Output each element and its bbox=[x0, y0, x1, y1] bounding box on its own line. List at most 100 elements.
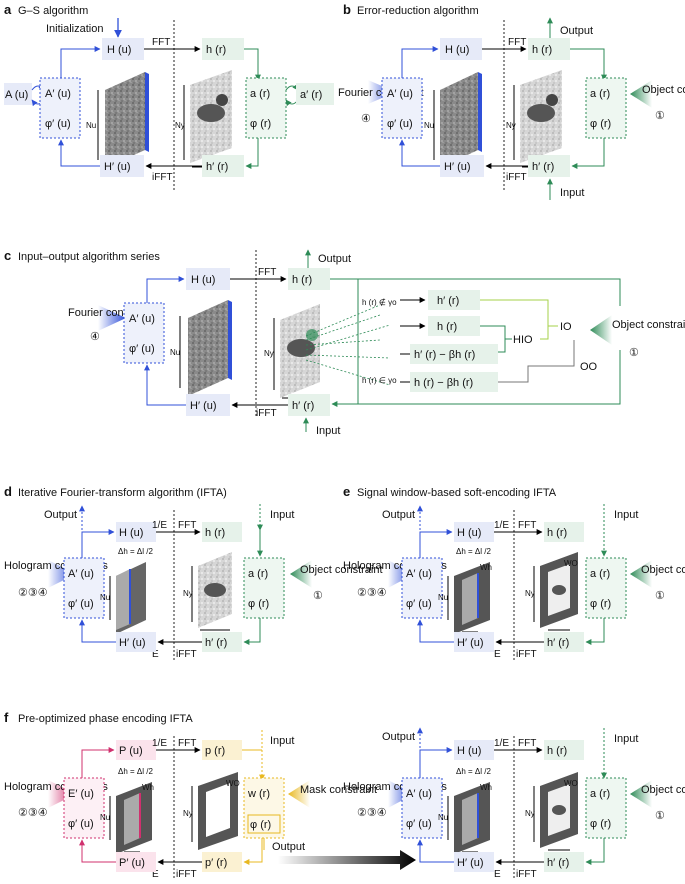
svg-text:H′ (u): H′ (u) bbox=[457, 637, 484, 649]
svg-text:E: E bbox=[152, 649, 159, 660]
svg-text:Input: Input bbox=[614, 733, 638, 745]
svg-text:FFT: FFT bbox=[152, 37, 170, 48]
svg-text:H (u): H (u) bbox=[119, 527, 143, 539]
svg-text:iFFT: iFFT bbox=[516, 869, 537, 880]
svg-text:iFFT: iFFT bbox=[506, 172, 527, 183]
svg-text:FFT: FFT bbox=[178, 738, 196, 749]
svg-text:OO: OO bbox=[580, 361, 598, 373]
svg-text:H (u): H (u) bbox=[457, 745, 481, 757]
svg-text:h′ (r): h′ (r) bbox=[532, 161, 554, 173]
svg-text:①: ① bbox=[655, 110, 665, 122]
svg-text:Ny: Ny bbox=[264, 349, 274, 358]
panel-b: b Error-reduction algorithm Output H (u)… bbox=[338, 2, 685, 200]
svg-text:φ (r): φ (r) bbox=[248, 598, 269, 610]
svg-text:h′ (r): h′ (r) bbox=[206, 161, 228, 173]
svg-text:h′ (r): h′ (r) bbox=[547, 857, 569, 869]
svg-text:a (r): a (r) bbox=[250, 88, 270, 100]
svg-text:h (r): h (r) bbox=[205, 527, 225, 539]
svg-text:h (r) ∉ γo: h (r) ∉ γo bbox=[362, 298, 397, 307]
svg-text:iFFT: iFFT bbox=[516, 649, 537, 660]
svg-text:c: c bbox=[4, 248, 11, 263]
svg-text:φ′ (u): φ′ (u) bbox=[45, 118, 71, 130]
svg-text:Input: Input bbox=[316, 425, 340, 437]
svg-text:Input: Input bbox=[270, 509, 294, 521]
svg-text:φ′ (u): φ′ (u) bbox=[387, 118, 413, 130]
svg-text:H′ (u): H′ (u) bbox=[190, 400, 217, 412]
svg-text:Error-reduction algorithm: Error-reduction algorithm bbox=[357, 5, 479, 17]
svg-text:p (r): p (r) bbox=[205, 745, 225, 757]
svg-text:①: ① bbox=[313, 590, 323, 602]
svg-text:Δh = Δl /2: Δh = Δl /2 bbox=[456, 767, 491, 776]
svg-text:Object constraint: Object constraint bbox=[642, 84, 685, 96]
svg-text:Ny: Ny bbox=[183, 589, 193, 598]
svg-text:①: ① bbox=[629, 347, 639, 359]
svg-text:①: ① bbox=[655, 590, 665, 602]
svg-text:H (u): H (u) bbox=[191, 274, 215, 286]
svg-text:H′ (u): H′ (u) bbox=[444, 161, 471, 173]
svg-text:Ny: Ny bbox=[525, 809, 535, 818]
svg-text:WO: WO bbox=[564, 779, 578, 788]
svg-text:Input–output algorithm series: Input–output algorithm series bbox=[18, 251, 160, 263]
panel-a-letter: a bbox=[4, 2, 12, 17]
panel-e: e Signal window-based soft-encoding IFTA… bbox=[343, 484, 685, 660]
svg-text:Input: Input bbox=[270, 735, 294, 747]
svg-text:Iterative Fourier-transform al: Iterative Fourier-transform algorithm (I… bbox=[18, 487, 227, 499]
svg-text:a (r): a (r) bbox=[590, 568, 610, 580]
svg-text:FFT: FFT bbox=[258, 267, 276, 278]
svg-text:φ (r): φ (r) bbox=[250, 118, 271, 130]
svg-text:h (r): h (r) bbox=[437, 321, 457, 333]
svg-text:iFFT: iFFT bbox=[176, 869, 197, 880]
svg-text:②③④: ②③④ bbox=[357, 587, 387, 599]
svg-text:Output: Output bbox=[382, 731, 415, 743]
svg-text:Ny: Ny bbox=[506, 121, 516, 130]
svg-text:Nu: Nu bbox=[438, 593, 448, 602]
svg-text:f: f bbox=[4, 710, 9, 725]
svg-text:w (r): w (r) bbox=[247, 788, 270, 800]
svg-text:①: ① bbox=[655, 810, 665, 822]
svg-text:Object constraint: Object constraint bbox=[300, 564, 383, 576]
panel-f-right: Output Input H (u) 1/E FFT h (r) Hologra… bbox=[343, 727, 685, 880]
svg-text:Ny: Ny bbox=[183, 809, 193, 818]
svg-text:φ (r): φ (r) bbox=[590, 598, 611, 610]
h-r-label: h (r) bbox=[206, 44, 226, 56]
svg-text:Input: Input bbox=[560, 187, 584, 199]
svg-text:Output: Output bbox=[560, 25, 593, 37]
svg-text:E′ (u): E′ (u) bbox=[68, 788, 94, 800]
svg-text:Δh = Δl /2: Δh = Δl /2 bbox=[456, 547, 491, 556]
svg-text:Ny: Ny bbox=[525, 589, 535, 598]
svg-text:φ (r): φ (r) bbox=[250, 819, 271, 831]
panel-c: c Input–output algorithm series Output H… bbox=[4, 248, 685, 437]
svg-text:Ny: Ny bbox=[175, 121, 185, 130]
svg-text:1/E: 1/E bbox=[494, 520, 509, 531]
svg-text:φ′ (u): φ′ (u) bbox=[68, 598, 94, 610]
svg-text:Pre-optimized phase encoding I: Pre-optimized phase encoding IFTA bbox=[18, 713, 193, 725]
svg-text:Nu: Nu bbox=[100, 813, 110, 822]
svg-text:H (u): H (u) bbox=[445, 44, 469, 56]
svg-text:④: ④ bbox=[361, 113, 371, 125]
svg-text:Wh: Wh bbox=[480, 783, 492, 792]
svg-text:P′ (u): P′ (u) bbox=[119, 857, 145, 869]
panel-a: a G–S algorithm Initialization H (u) FFT… bbox=[4, 2, 334, 190]
svg-text:②③④: ②③④ bbox=[357, 807, 387, 819]
svg-text:②③④: ②③④ bbox=[18, 587, 48, 599]
svg-text:WO: WO bbox=[564, 559, 578, 568]
H-u-label: H (u) bbox=[107, 44, 131, 56]
svg-text:1/E: 1/E bbox=[494, 738, 509, 749]
svg-text:h′ (r): h′ (r) bbox=[547, 637, 569, 649]
svg-text:φ′ (u): φ′ (u) bbox=[406, 818, 432, 830]
svg-text:④: ④ bbox=[90, 331, 100, 343]
svg-text:Input: Input bbox=[614, 509, 638, 521]
svg-text:E: E bbox=[494, 869, 501, 880]
svg-text:H (u): H (u) bbox=[457, 527, 481, 539]
panel-d: d Iterative Fourier-transform algorithm … bbox=[4, 484, 383, 660]
svg-text:φ (r): φ (r) bbox=[590, 118, 611, 130]
svg-text:Nu: Nu bbox=[86, 121, 96, 130]
svg-text:Signal window-based soft-encod: Signal window-based soft-encoding IFTA bbox=[357, 487, 557, 499]
svg-text:Wh: Wh bbox=[142, 783, 154, 792]
svg-text:φ′ (u): φ′ (u) bbox=[129, 343, 155, 355]
svg-text:Output: Output bbox=[272, 841, 305, 853]
svg-text:H′ (u): H′ (u) bbox=[457, 857, 484, 869]
initialization-label: Initialization bbox=[46, 23, 103, 35]
svg-text:iFFT: iFFT bbox=[176, 649, 197, 660]
svg-text:P (u): P (u) bbox=[119, 745, 143, 757]
